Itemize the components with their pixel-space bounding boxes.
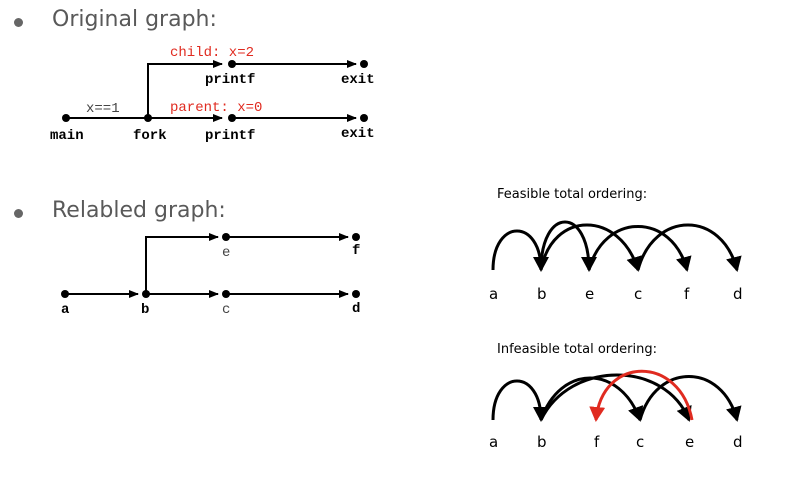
infeasible-title: Infeasible total ordering: xyxy=(497,342,657,357)
label-b: b xyxy=(141,302,149,318)
node-f xyxy=(352,233,360,241)
edge-b-to-e xyxy=(145,233,219,294)
feasible-arc-b-e xyxy=(539,220,597,272)
infeasible-label-3: f xyxy=(594,433,600,451)
node-e xyxy=(222,233,230,241)
feasible-label-3: e xyxy=(585,285,594,303)
feasible-arc-c-d xyxy=(636,223,742,272)
infeasible-label-1: a xyxy=(489,433,498,451)
node-fork xyxy=(144,114,152,122)
label-child-edge: child: x=2 xyxy=(170,45,254,61)
label-cond-edge: x==1 xyxy=(86,101,120,117)
relabeled-graph: e f a b c d xyxy=(61,233,360,318)
node-exit-parent xyxy=(360,114,368,122)
infeasible-label-2: b xyxy=(537,433,547,451)
original-graph: child: x=2 x==1 parent: x=0 printf exit … xyxy=(50,45,375,144)
label-f: f xyxy=(352,243,360,259)
label-main: main xyxy=(50,128,84,144)
feasible-title: Feasible total ordering: xyxy=(497,187,647,202)
label-fork: fork xyxy=(133,128,167,144)
infeasible-label-4: c xyxy=(636,433,644,451)
label-printf-parent: printf xyxy=(205,128,255,144)
feasible-label-1: a xyxy=(489,285,498,303)
feasible-label-4: c xyxy=(634,285,642,303)
infeasible-label-5: e xyxy=(685,433,694,451)
node-printf-child xyxy=(228,60,236,68)
node-a xyxy=(61,290,69,298)
label-exit-child: exit xyxy=(341,72,375,88)
original-graph-heading: Original graph: xyxy=(52,7,217,32)
node-printf-parent xyxy=(228,114,236,122)
infeasible-label-6: d xyxy=(733,433,743,451)
feasible-label-2: b xyxy=(537,285,547,303)
label-d: d xyxy=(352,301,360,317)
feasible-label-6: d xyxy=(733,285,743,303)
label-e: e xyxy=(222,245,230,261)
edge-fork-to-printf-child xyxy=(147,60,223,118)
feasible-arc-e-f xyxy=(587,225,692,272)
bullet-dot-original xyxy=(14,18,23,27)
infeasible-arc-c-d xyxy=(638,375,742,422)
infeasible-arc-b-e xyxy=(539,373,692,422)
infeasible-arc-e-f-red xyxy=(589,369,694,422)
label-parent-edge: parent: x=0 xyxy=(170,100,262,116)
node-c xyxy=(222,290,230,298)
node-main xyxy=(62,114,70,122)
label-c: c xyxy=(222,302,230,318)
node-exit-child xyxy=(360,60,368,68)
label-a: a xyxy=(61,302,70,318)
feasible-arc-a-b xyxy=(491,229,549,272)
relabeled-graph-heading: Relabled graph: xyxy=(52,198,226,223)
label-printf-child: printf xyxy=(205,72,255,88)
infeasible-arc-a-b xyxy=(491,379,549,422)
feasible-ordering: Feasible total ordering: a b e c f d xyxy=(489,187,743,303)
node-d xyxy=(352,290,360,298)
bullet-dot-relabeled xyxy=(14,209,23,218)
label-exit-parent: exit xyxy=(341,126,375,142)
feasible-label-5: f xyxy=(684,285,690,303)
infeasible-ordering: Infeasible total ordering: a b f c e d xyxy=(489,342,743,451)
node-b xyxy=(142,290,150,298)
feasible-arc-b-c xyxy=(539,223,642,272)
